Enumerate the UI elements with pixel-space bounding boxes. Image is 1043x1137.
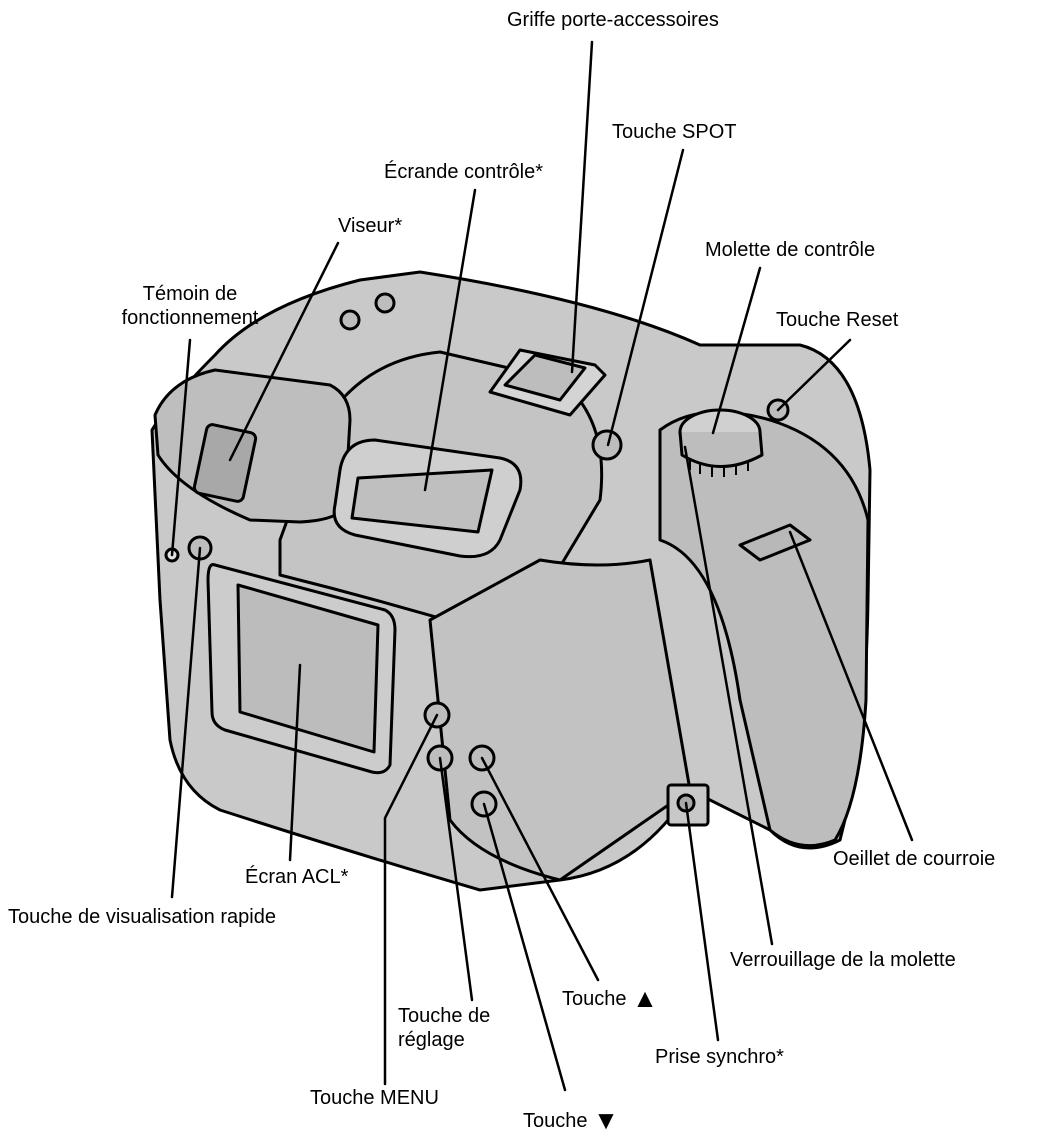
leader-verrouillage xyxy=(683,445,774,946)
label-griffe: Griffe porte-accessoires xyxy=(507,9,719,31)
leader-spot xyxy=(606,148,685,447)
up-triangle-icon: ▲ xyxy=(632,983,658,1013)
label-verrouillage: Verrouillage de la molette xyxy=(730,949,956,971)
leader-menu xyxy=(383,713,439,1086)
leader-down xyxy=(482,802,567,1092)
label-visualisation: Touche de visualisation rapide xyxy=(8,906,276,928)
label-touche-up-text: Touche xyxy=(562,988,627,1010)
top-button-2 xyxy=(339,309,361,331)
leader-reset xyxy=(776,338,852,412)
label-touche-down: Touche ▼ xyxy=(523,1105,619,1135)
label-spot: Touche SPOT xyxy=(612,121,737,143)
label-touche-down-text: Touche xyxy=(523,1110,588,1132)
label-reglage-line2: réglage xyxy=(398,1029,465,1051)
leader-prise xyxy=(684,801,720,1042)
label-reset: Touche Reset xyxy=(776,309,899,331)
leader-viseur xyxy=(228,241,340,462)
control-dial xyxy=(678,431,764,468)
viewfinder-window xyxy=(192,423,258,503)
leader-oeillet xyxy=(788,530,914,842)
label-ecran-acl: Écran ACL* xyxy=(245,866,349,888)
leader-griffe xyxy=(570,40,594,374)
leader-up xyxy=(480,756,600,982)
label-prise: Prise synchro* xyxy=(655,1046,784,1068)
leader-temoin xyxy=(170,338,192,557)
leader-ecran-controle xyxy=(423,188,477,492)
leader-reglage xyxy=(438,756,474,1002)
top-button-1 xyxy=(374,292,396,314)
strap-eyelet xyxy=(738,523,812,562)
leader-ecran-acl xyxy=(288,663,302,862)
label-temoin: Témoin de fonctionnement xyxy=(110,282,270,330)
down-triangle-icon: ▼ xyxy=(593,1105,619,1135)
label-temoin-line2: fonctionnement xyxy=(121,307,259,329)
label-temoin-line1: Témoin de xyxy=(142,283,238,305)
label-ecran-controle: Écrande contrôle* xyxy=(384,161,543,183)
leader-molette xyxy=(711,266,762,435)
label-menu: Touche MENU xyxy=(310,1087,439,1109)
leader-visualisation xyxy=(170,546,202,899)
camera-grip xyxy=(658,410,870,848)
label-touche-up: Touche ▲ xyxy=(562,983,658,1013)
label-viseur: Viseur* xyxy=(338,215,403,237)
label-oeillet: Oeillet de courroie xyxy=(833,848,996,870)
label-molette: Molette de contrôle xyxy=(705,239,876,261)
label-reglage: Touche de réglage xyxy=(398,1004,490,1052)
label-reglage-line1: Touche de xyxy=(398,1005,491,1027)
